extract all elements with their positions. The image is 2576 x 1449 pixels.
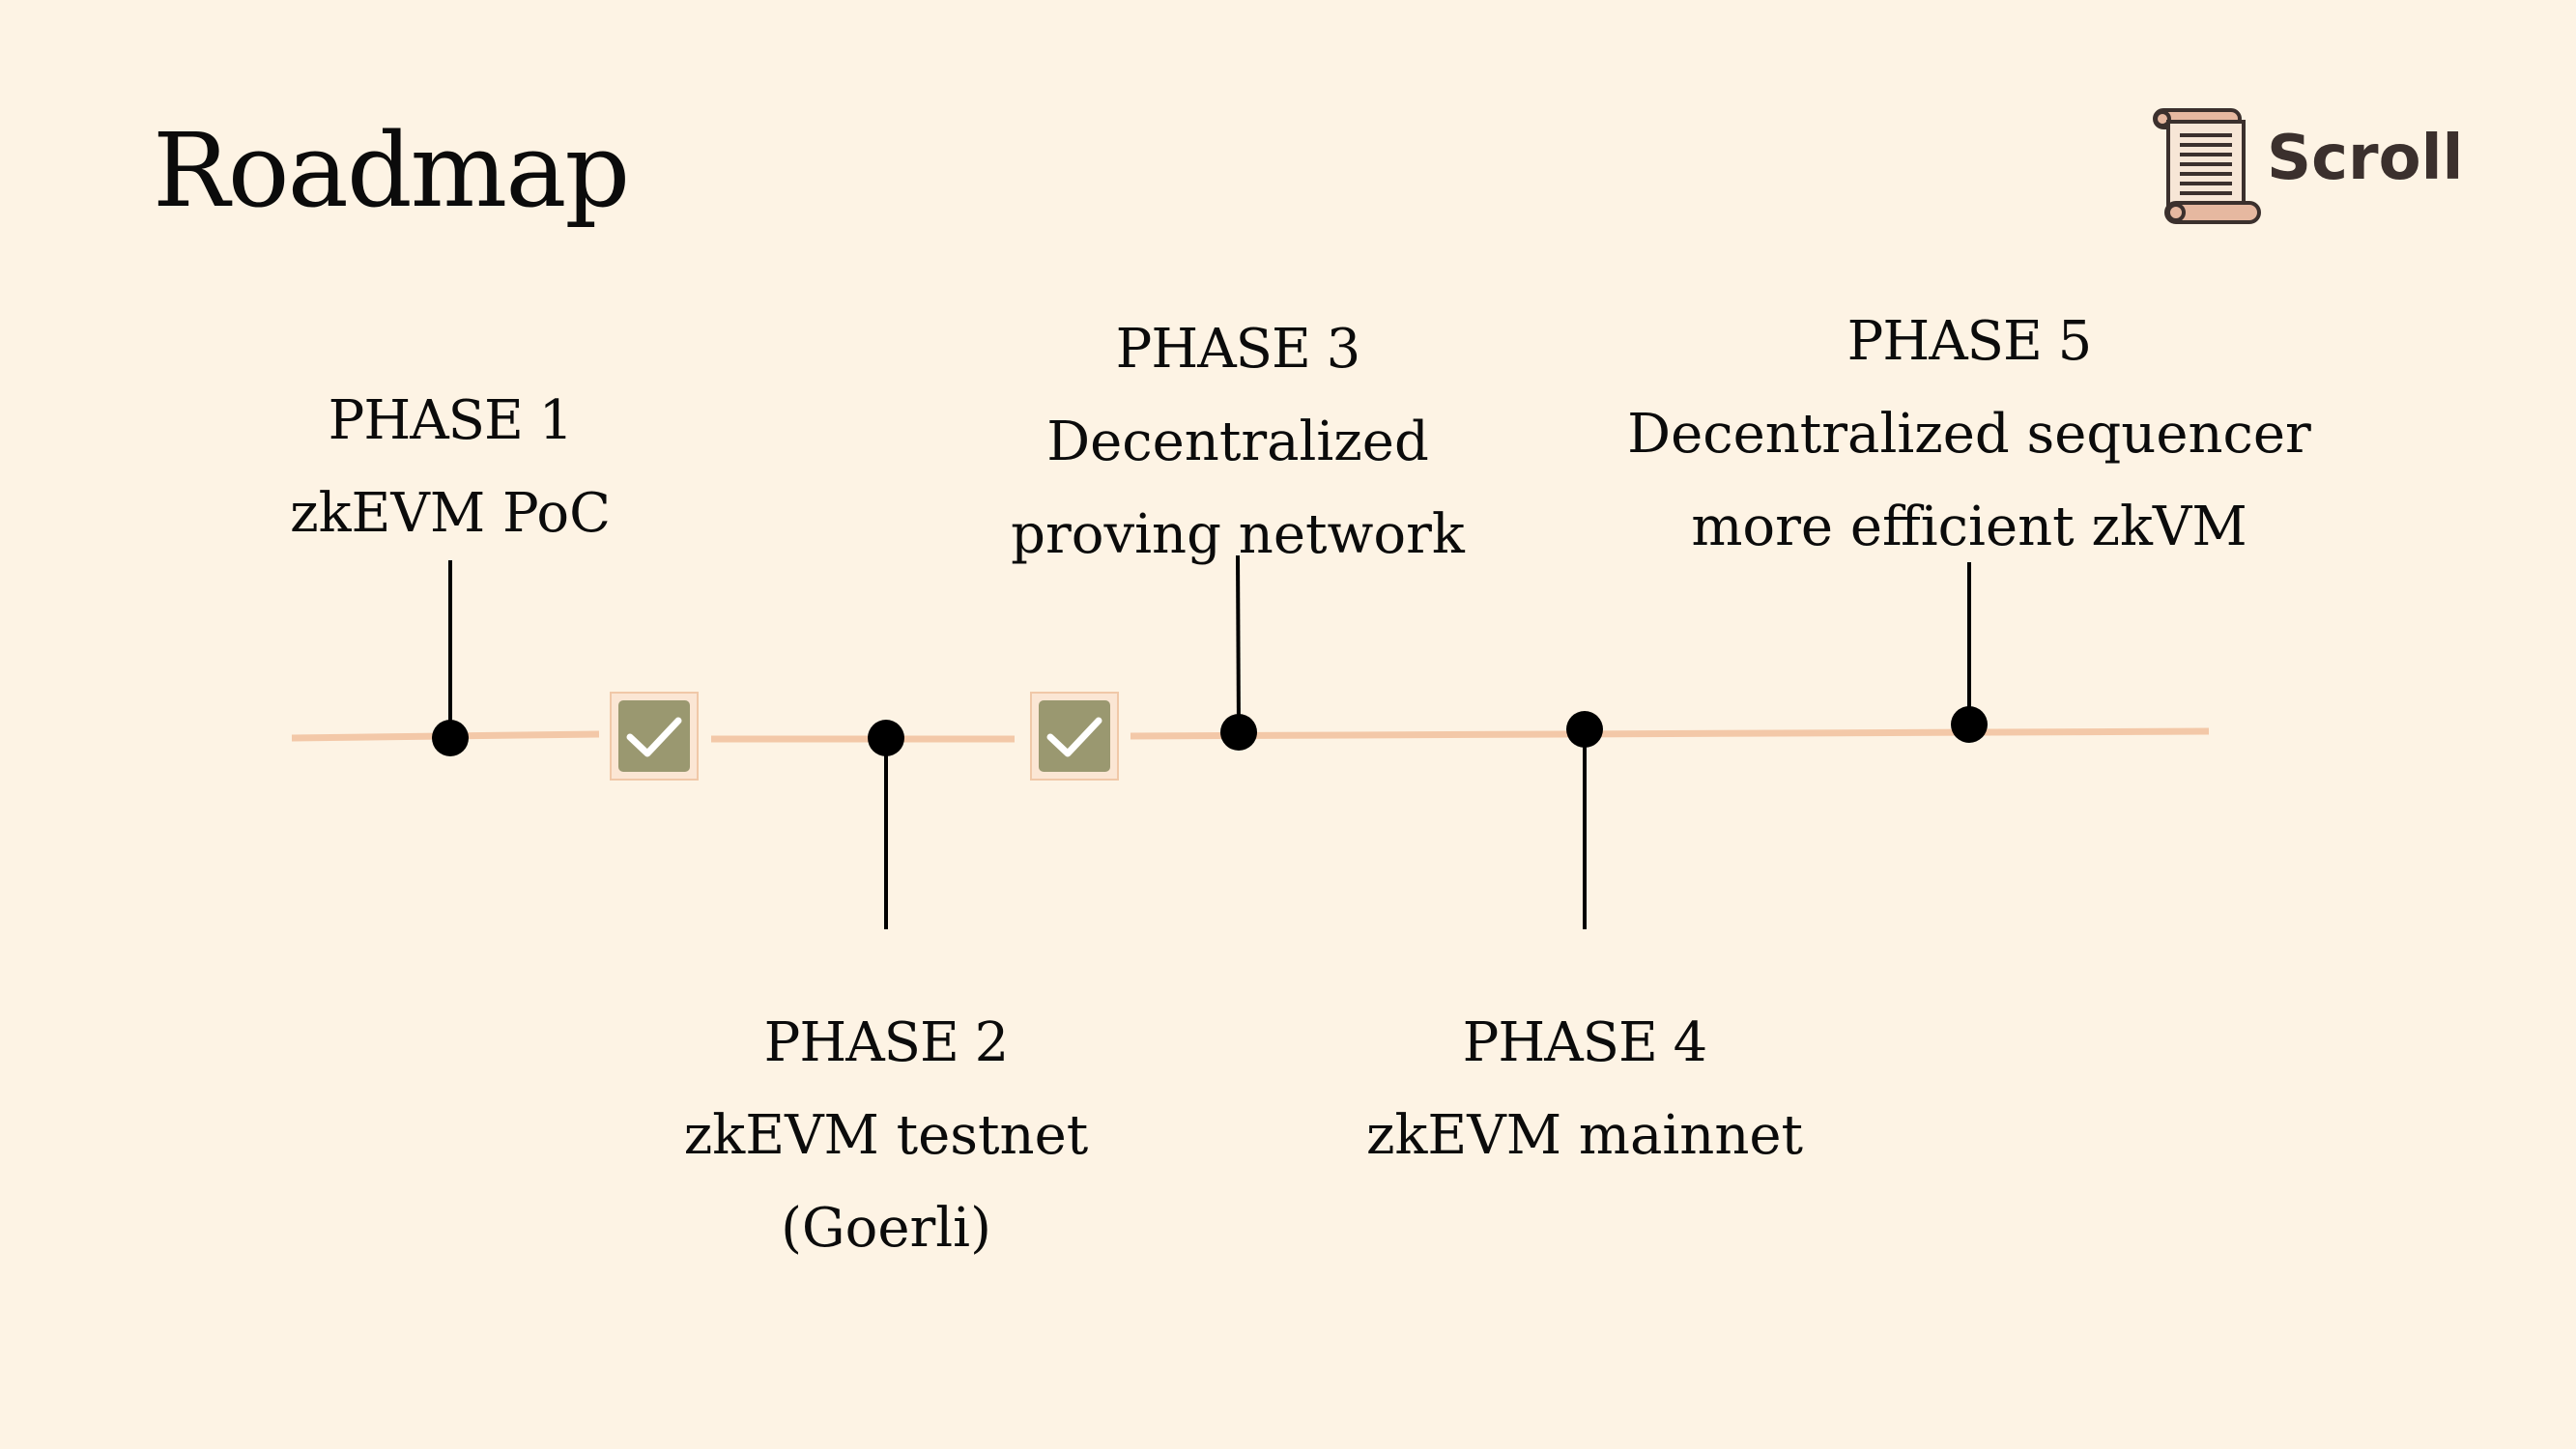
phase-1-marker xyxy=(432,720,469,756)
phase-2-description-line2: (Goerli) xyxy=(781,1197,991,1260)
logo-text: Scroll xyxy=(2267,123,2464,194)
timeline-segment xyxy=(1130,727,2210,740)
phase-4-label: PHASE 4 zkEVM mainnet xyxy=(1366,997,1803,1182)
phase-4-description: zkEVM mainnet xyxy=(1365,1104,1804,1167)
scroll-paper-icon xyxy=(2153,108,2261,224)
phase-3-marker xyxy=(1220,714,1257,751)
phase-3-description-line2: proving network xyxy=(1011,503,1465,566)
checkmark-icon xyxy=(626,717,682,757)
phase-4-name: PHASE 4 xyxy=(1462,1011,1708,1074)
phase-5-description: Decentralized sequencer xyxy=(1627,403,2311,466)
scroll-logo: Scroll xyxy=(2147,102,2466,228)
phase-2-checkbox xyxy=(1030,692,1119,781)
phase-5-label: PHASE 5 Decentralized sequencer more eff… xyxy=(1627,296,2311,574)
phase-3-connector xyxy=(1236,554,1241,733)
phase-2-marker xyxy=(868,720,904,756)
phase-3-name: PHASE 3 xyxy=(1115,318,1361,381)
phase-1-checkbox xyxy=(610,692,699,781)
phase-1-description: zkEVM PoC xyxy=(290,482,611,545)
phase-3-label: PHASE 3 Decentralized proving network xyxy=(1011,303,1465,582)
phase-5-description-line2: more efficient zkVM xyxy=(1691,496,2247,558)
phase-5-name: PHASE 5 xyxy=(1846,310,2093,373)
phase-3-description: Decentralized xyxy=(1046,411,1429,473)
phase-1-label: PHASE 1 zkEVM PoC xyxy=(290,375,611,560)
phase-2-description: zkEVM testnet xyxy=(683,1104,1089,1167)
phase-4-marker xyxy=(1566,711,1603,748)
phase-2-label: PHASE 2 zkEVM testnet (Goerli) xyxy=(684,997,1089,1275)
phase-2-name: PHASE 2 xyxy=(763,1011,1010,1074)
checkmark-icon xyxy=(1046,717,1102,757)
phase-1-name: PHASE 1 xyxy=(328,389,574,452)
page-title: Roadmap xyxy=(153,111,630,230)
phase-5-marker xyxy=(1951,706,1988,743)
